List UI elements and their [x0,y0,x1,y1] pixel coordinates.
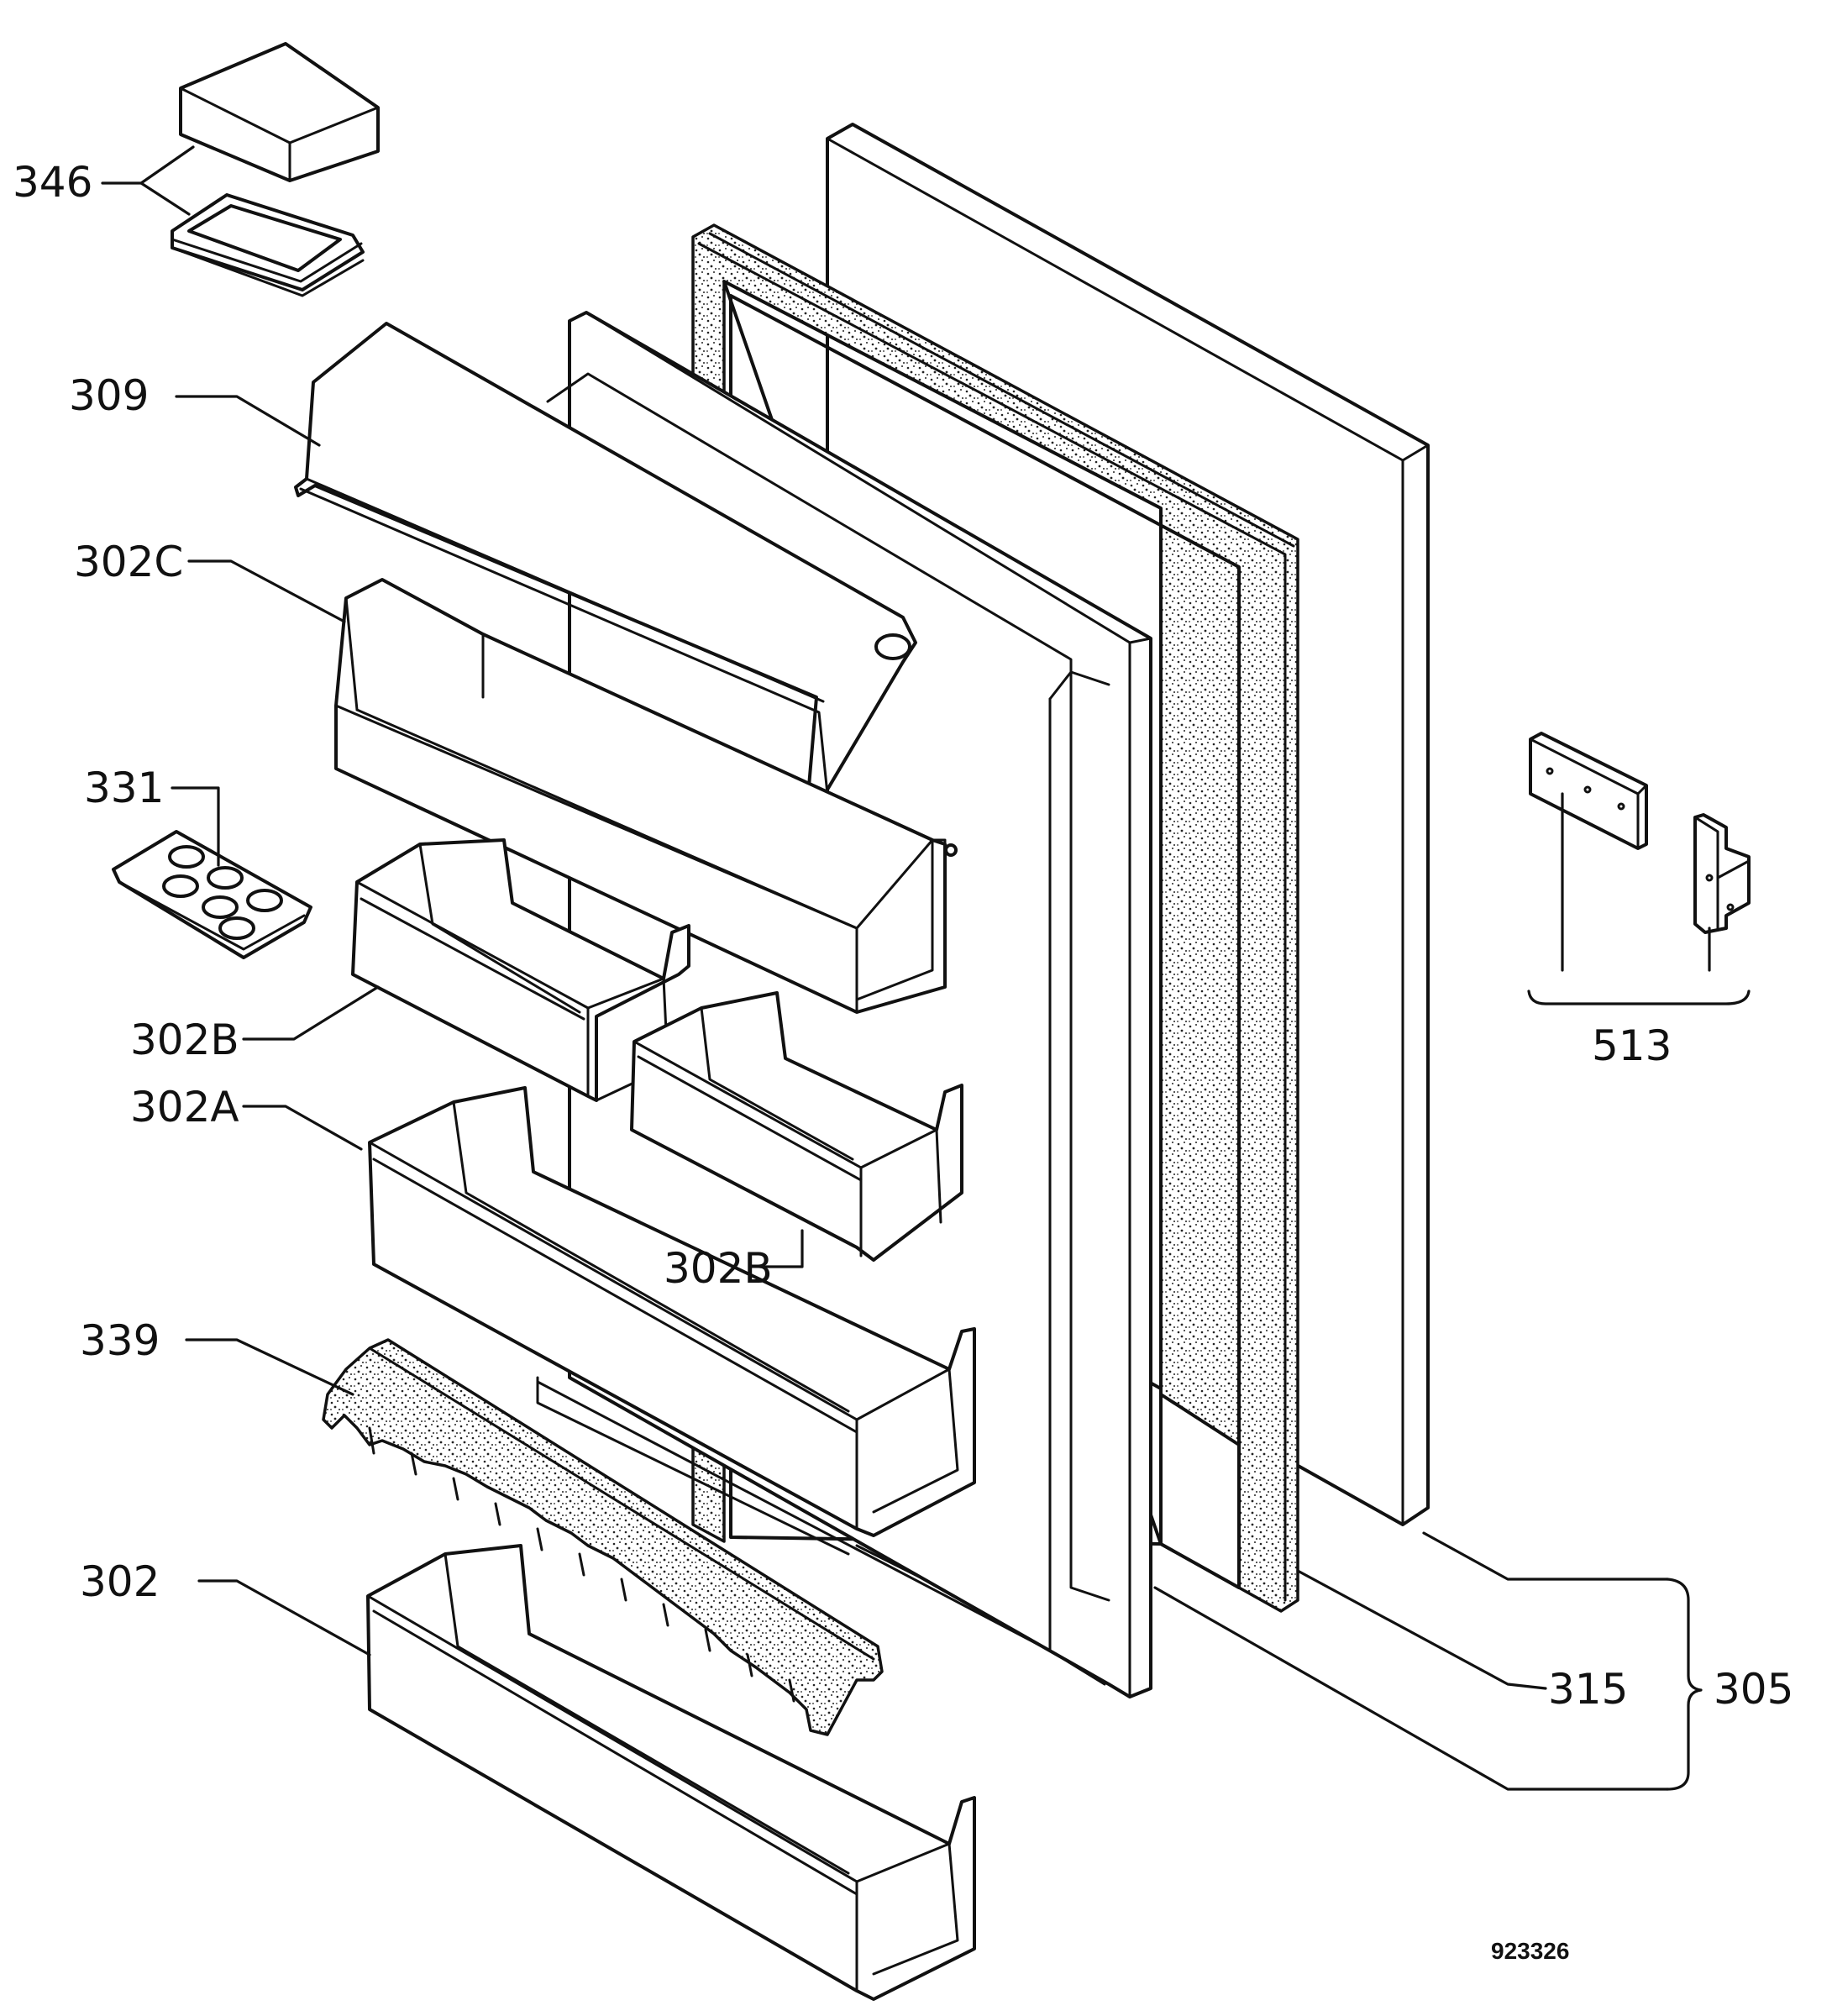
callout-302: 302 [80,1557,160,1606]
callout-346: 346 [13,158,92,207]
callout-331: 331 [84,764,164,812]
door-gasket [691,223,1299,1613]
callout-302b-middle: 302B [664,1244,773,1293]
callout-309: 309 [69,371,149,420]
drawing-number: 923326 [1491,1938,1569,1964]
callout-315: 315 [1548,1665,1628,1714]
small-bin-302b-middle [630,991,963,1262]
small-bin-302b-left [351,838,690,1102]
callout-513: 513 [1592,1021,1672,1070]
leader-lines [101,145,1751,1791]
callout-302c: 302C [74,538,183,586]
shelf-302a [368,1086,976,1556]
callout-302a: 302A [130,1083,239,1131]
egg-strip-339 [322,1338,884,1736]
egg-tray-331 [112,830,312,959]
part-346-cover-and-frame [171,42,380,297]
egg-strip-teeth [368,1426,795,1703]
bottom-shelf-302 [366,1544,976,2001]
callout-305: 305 [1714,1665,1793,1714]
callout-339: 339 [80,1316,160,1365]
hinge-brackets-513 [1529,732,1751,934]
shelf-302c [334,578,958,1014]
callout-302b-left: 302B [130,1016,239,1064]
